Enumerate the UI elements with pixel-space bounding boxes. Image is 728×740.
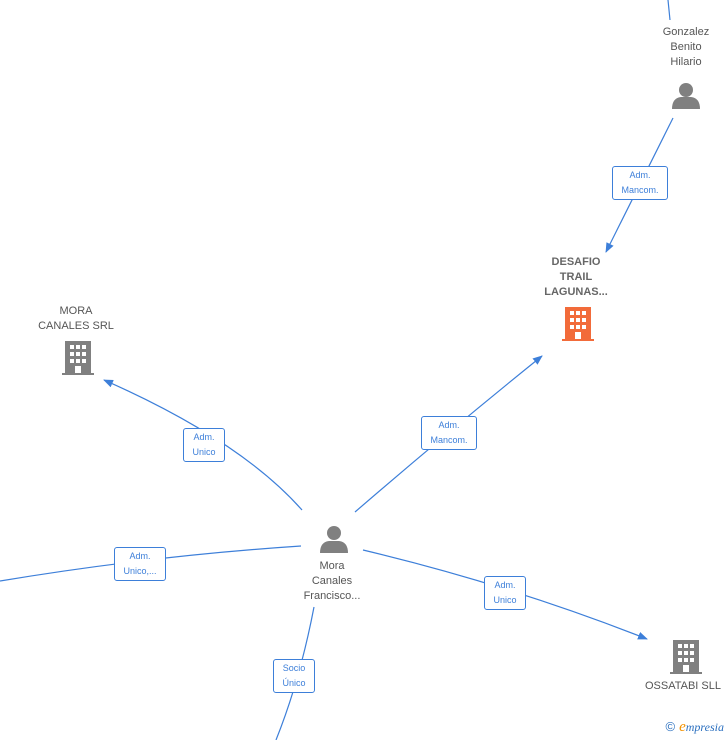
edge-label-gonzalez-desafio[interactable]: Adm. Mancom. [612,166,668,200]
edge-label-line: Único [282,678,306,688]
edge-top-line [667,0,671,21]
node-label-line: MORA [59,305,93,317]
node-gonzalez-label[interactable]: Gonzalez Benito Hilario [646,25,726,70]
edge-label-line: Adm. [193,432,215,442]
node-ossatabi-label[interactable]: OSSATABI SLL [638,679,728,694]
edge-label-line: Adm. [629,170,651,180]
edge-label-line: Socio [282,663,306,673]
node-label-line: Mora [319,560,345,572]
brand-name: mpresia [685,720,724,734]
edge-label-line: Adm. [129,551,151,561]
edge-label-mora-desafio[interactable]: Adm. Mancom. [421,416,477,450]
person-icon[interactable] [320,526,348,553]
edge-label-mora-ossatabi[interactable]: Adm. Unico [484,576,526,610]
node-label-line: CANALES SRL [38,320,114,332]
edge-label-line: Unico [192,447,216,457]
copyright-icon: © [665,719,676,734]
empresia-logo[interactable]: ©empresia [666,719,725,736]
node-label-line: Benito [670,41,702,53]
edge-label-line: Unico [493,595,517,605]
node-desafio-label[interactable]: DESAFIO TRAIL LAGUNAS... [526,255,626,300]
edge-label-mora-srl[interactable]: Adm. Unico [183,428,225,462]
edge-label-line: Adm. [438,420,460,430]
edge-label-mora-bottom[interactable]: Socio Único [273,659,315,693]
edge-label-line: Adm. [494,580,516,590]
edge-label-mora-left[interactable]: Adm. Unico,... [114,547,166,581]
node-mora-srl-label[interactable]: MORA CANALES SRL [26,304,126,334]
building-icon[interactable] [670,640,702,674]
brand-e: e [679,719,686,735]
edge-label-line: Mancom. [430,435,468,445]
node-label-line: LAGUNAS... [544,286,608,298]
node-label-line: Gonzalez [662,26,710,38]
node-label-line: Hilario [670,56,702,68]
node-label-line: DESAFIO [551,256,601,268]
person-icon[interactable] [672,83,700,109]
edge-label-line: Mancom. [621,185,659,195]
edge-label-line: Unico,... [123,566,157,576]
building-icon[interactable] [62,341,94,375]
node-label-line: TRAIL [559,271,593,283]
building-icon[interactable] [562,307,594,341]
node-label-line: OSSATABI SLL [644,680,721,692]
node-label-line: Francisco... [303,590,361,602]
node-mora-person-label[interactable]: Mora Canales Francisco... [286,559,378,604]
node-label-line: Canales [311,575,353,587]
